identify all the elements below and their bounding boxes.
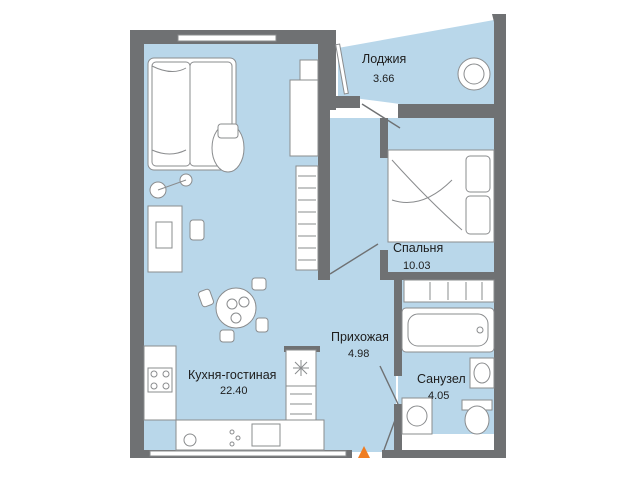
door-loggia [361, 103, 401, 129]
door-bedroom [329, 243, 379, 275]
toilet [461, 399, 493, 435]
room-name-loggia: Лоджия [362, 52, 407, 66]
dining-set [197, 277, 269, 343]
room-name-bathroom: Санузел [417, 372, 466, 386]
wall-loggia-divider [330, 96, 360, 108]
coffee-table [211, 123, 245, 173]
wall-loggia-bottom [398, 104, 498, 118]
wall-right-outer [494, 104, 506, 458]
room-area-bedroom: 10.03 [403, 260, 431, 272]
loggia-floor [338, 20, 494, 104]
room-area-bathroom: 4.05 [428, 390, 450, 402]
wall-bedroom-left-lower [380, 250, 388, 280]
room-name-hallway: Прихожая [331, 330, 389, 344]
windows [149, 34, 349, 457]
floor-lamp [149, 173, 193, 199]
tv-stand [289, 59, 319, 157]
wall-loggia-outer [492, 14, 506, 108]
wardrobe [295, 165, 319, 271]
bedroom-closet [403, 279, 495, 303]
room-area-hallway: 4.98 [348, 348, 370, 360]
wall-partition-vertical [318, 104, 330, 280]
window-living-bottom [149, 450, 347, 457]
bed [387, 149, 495, 243]
wall-bathroom-left [394, 276, 402, 376]
doors [329, 103, 401, 451]
wall-outer-bottom-right [382, 450, 498, 458]
entrance-triangle-icon [358, 446, 370, 458]
bathtub [401, 307, 495, 353]
loggia-chair [457, 57, 491, 91]
sink [469, 357, 495, 389]
window-loggia [335, 43, 349, 95]
room-area-loggia: 3.66 [373, 73, 395, 85]
wall-bathroom-left-lower [394, 404, 402, 454]
window-living-top [177, 34, 277, 42]
wall-living-top-right [318, 30, 336, 110]
wall-bedroom-bottom [380, 272, 500, 280]
kitchen-counter [143, 345, 325, 451]
desk [147, 205, 205, 273]
room-name-living: Кухня-гостиная [188, 368, 277, 382]
wall-bedroom-left [380, 118, 388, 158]
door-entrance [383, 411, 399, 451]
washing-machine [401, 397, 433, 435]
room-name-bedroom: Спальня [393, 241, 444, 255]
room-area-living: 22.40 [220, 385, 248, 397]
wall-outer-left [130, 30, 144, 454]
hallway-floor [330, 274, 396, 452]
wall-kitchen-box [284, 346, 320, 352]
door-bathroom [379, 365, 399, 405]
